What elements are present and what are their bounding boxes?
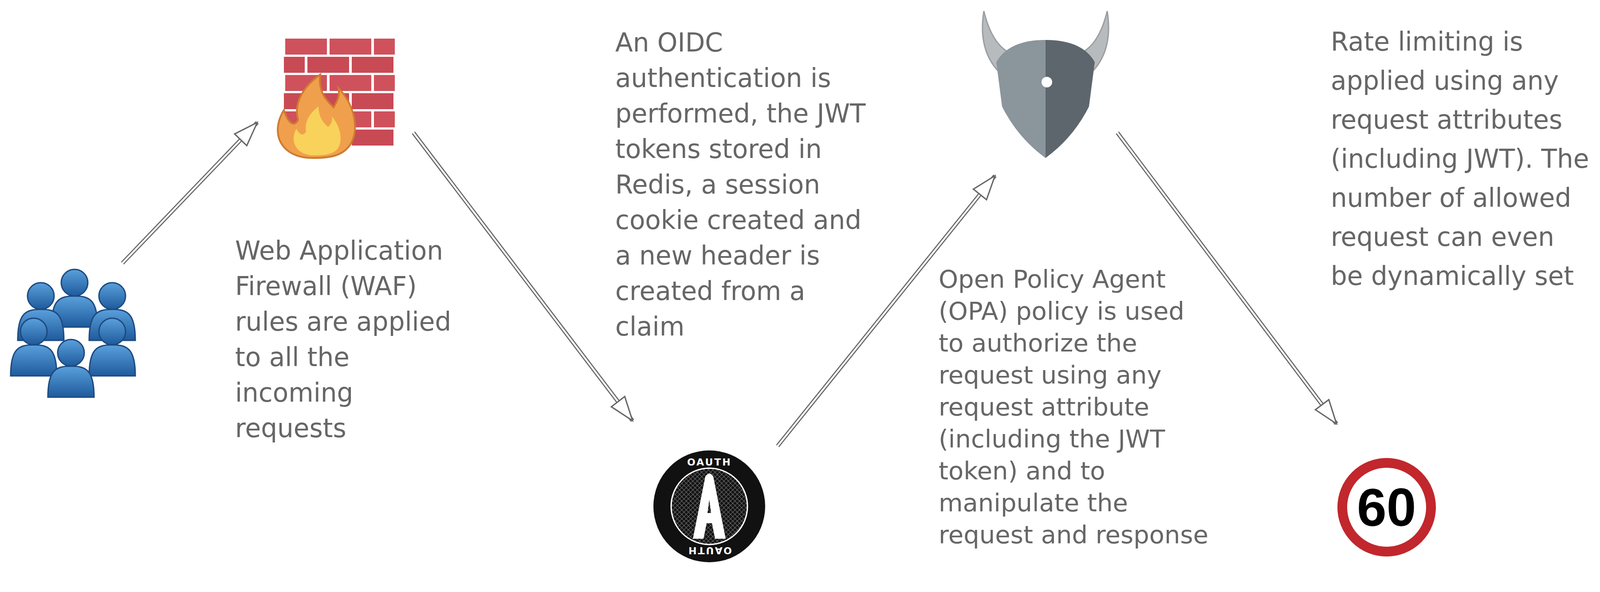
users-icon [10,269,136,398]
logo-text: OAUTH [687,456,732,468]
speed-limit-sign: 60 [1336,457,1437,557]
opa-icon [982,11,1109,158]
step-description: An OIDC authentication is performed, the… [615,24,877,345]
logo-text: OAUTH [687,544,732,556]
step-description: Open Policy Agent (OPA) policy is used t… [938,263,1214,551]
step-description: Rate limiting is applied using any reque… [1330,22,1591,296]
oauth-logo: OAUTH OAUTH [652,449,766,563]
step-description: Web Application Firewall (WAF) rules are… [235,232,460,446]
speed-number: 60 [1356,480,1416,534]
firewall-icon [277,37,395,158]
